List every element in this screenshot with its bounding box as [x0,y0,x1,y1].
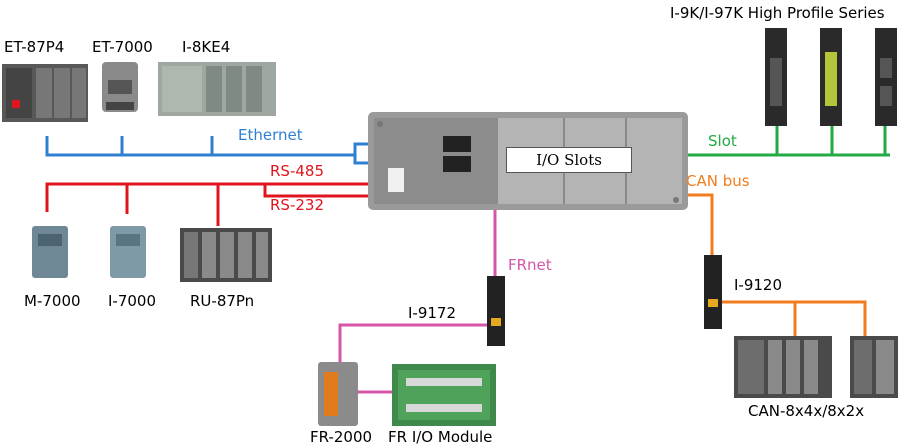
i9k-card-1 [765,28,787,126]
label-frnet: FRnet [508,256,552,274]
label-can-bus: CAN bus [686,172,750,190]
rs-lines [45,182,395,226]
i9k-card-2 [820,28,842,126]
label-rs232: RS-232 [270,196,324,214]
label-ethernet: Ethernet [238,126,303,144]
label-et7000: ET-7000 [92,38,153,56]
et7000-image [102,62,138,112]
label-i9k-series: I-9K/I-97K High Profile Series [670,4,885,22]
label-ru87pn: RU-87Pn [190,292,255,310]
ru87pn-image [180,228,272,282]
fr-io-module-image [392,364,496,426]
label-m7000: M-7000 [24,292,81,310]
m7000-image [32,226,68,278]
label-can-8x4x: CAN-8x4x/8x2x [748,402,865,420]
label-rs485: RS-485 [270,162,324,180]
label-fr-io-module: FR I/O Module [388,428,493,446]
fr2000-image [318,362,358,426]
i8ke4-image [158,62,276,116]
label-i9120: I-9120 [734,276,783,294]
label-i8ke4: I-8KE4 [182,38,231,56]
i9172-image [487,276,505,346]
label-fr2000: FR-2000 [310,428,373,446]
i9k-card-3 [875,28,897,126]
can-8x4x-image [734,336,832,398]
label-slot: Slot [708,132,737,150]
label-i9172: I-9172 [408,304,457,322]
can-8x2x-image [850,336,898,398]
label-i7000: I-7000 [108,292,157,310]
et87p4-image [2,64,88,122]
label-et87p4: ET-87P4 [4,38,65,56]
io-slots-label: I/O Slots [536,151,602,169]
i9120-image [704,255,722,329]
i7000-image [110,226,146,278]
io-slots-box: I/O Slots [506,147,632,173]
frnet-lines [338,210,497,394]
